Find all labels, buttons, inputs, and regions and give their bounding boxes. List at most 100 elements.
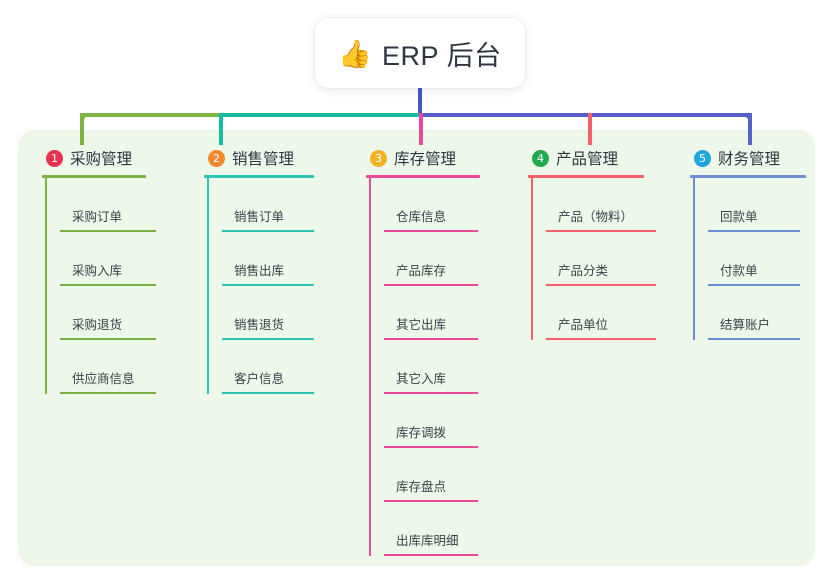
leaf-rule — [708, 284, 800, 286]
leaf-label: 客户信息 — [234, 372, 285, 386]
leaf-item[interactable]: 结算账户 — [708, 286, 806, 340]
branch-badge-3: 3 — [370, 149, 387, 167]
leaf-item[interactable]: 产品单位 — [546, 286, 656, 340]
branch-spine — [531, 178, 533, 340]
leaf-rule — [546, 284, 656, 286]
leaf-item[interactable]: 产品（物料） — [546, 178, 656, 232]
leaf-item[interactable]: 回款单 — [708, 178, 806, 232]
leaf-item[interactable]: 采购订单 — [60, 178, 156, 232]
leaf-rule — [222, 230, 314, 232]
branch-header-rule — [42, 175, 146, 178]
thumbs-up-icon: 👍 — [338, 38, 373, 69]
diagram-panel — [18, 130, 815, 566]
leaf-rule — [60, 230, 156, 232]
leaf-item[interactable]: 采购入库 — [60, 232, 156, 286]
leaf-item[interactable]: 产品库存 — [384, 232, 480, 286]
branch-leaf-list: 采购订单采购入库采购退货供应商信息 — [42, 178, 156, 394]
leaf-label: 销售退货 — [234, 318, 285, 332]
connector-bus-green — [80, 113, 220, 117]
leaf-label: 出库库明细 — [396, 534, 459, 548]
connector-drop-5 — [748, 113, 752, 145]
branch-header-3[interactable]: 3 库存管理 — [366, 146, 480, 170]
leaf-item[interactable]: 客户信息 — [222, 340, 314, 394]
branch-column-5: 5 财务管理回款单付款单结算账户 — [690, 146, 806, 340]
connector-bus-teal — [219, 113, 420, 117]
leaf-item[interactable]: 库存盘点 — [384, 448, 480, 502]
leaf-item[interactable]: 采购退货 — [60, 286, 156, 340]
leaf-rule — [222, 392, 314, 394]
leaf-rule — [546, 338, 656, 340]
leaf-label: 采购订单 — [72, 210, 123, 224]
root-title: ERP 后台 — [382, 40, 502, 71]
leaf-label: 其它出库 — [396, 318, 447, 332]
leaf-label: 产品库存 — [396, 264, 447, 278]
leaf-label: 仓库信息 — [396, 210, 447, 224]
root-node[interactable]: 👍 ERP 后台 — [315, 18, 525, 88]
leaf-label: 库存盘点 — [396, 480, 447, 494]
branch-header-rule — [366, 175, 480, 178]
leaf-rule — [546, 230, 656, 232]
leaf-label: 销售出库 — [234, 264, 285, 278]
leaf-item[interactable]: 销售退货 — [222, 286, 314, 340]
leaf-item[interactable]: 其它入库 — [384, 340, 480, 394]
leaf-item[interactable]: 销售订单 — [222, 178, 314, 232]
leaf-label: 回款单 — [720, 210, 758, 224]
branch-title: 产品管理 — [556, 151, 619, 168]
branch-column-3: 3 库存管理仓库信息产品库存其它出库其它入库库存调拨库存盘点出库库明细 — [366, 146, 480, 556]
leaf-label: 结算账户 — [720, 318, 771, 332]
leaf-label: 销售订单 — [234, 210, 285, 224]
leaf-rule — [384, 500, 478, 502]
branch-column-1: 1 采购管理采购订单采购入库采购退货供应商信息 — [42, 146, 156, 394]
leaf-label: 库存调拨 — [396, 426, 447, 440]
branch-title: 采购管理 — [70, 151, 133, 168]
leaf-item[interactable]: 产品分类 — [546, 232, 656, 286]
connector-root-stem — [418, 88, 422, 116]
leaf-item[interactable]: 付款单 — [708, 232, 806, 286]
leaf-item[interactable]: 仓库信息 — [384, 178, 480, 232]
leaf-label: 采购退货 — [72, 318, 123, 332]
branch-header-1[interactable]: 1 采购管理 — [42, 146, 146, 170]
leaf-label: 其它入库 — [396, 372, 447, 386]
leaf-rule — [708, 230, 800, 232]
branch-spine — [369, 178, 371, 556]
branch-leaf-list: 产品（物料） 产品分类产品单位 — [528, 178, 656, 340]
branch-title: 财务管理 — [718, 151, 781, 168]
leaf-rule — [384, 554, 478, 556]
leaf-rule — [384, 338, 478, 340]
branch-header-rule — [690, 175, 806, 178]
branch-spine — [45, 178, 47, 394]
branch-leaf-list: 仓库信息产品库存其它出库其它入库库存调拨库存盘点出库库明细 — [366, 178, 480, 556]
branch-badge-4: 4 — [532, 149, 549, 167]
branch-title: 库存管理 — [394, 151, 457, 168]
leaf-item[interactable]: 库存调拨 — [384, 394, 480, 448]
leaf-item[interactable]: 供应商信息 — [60, 340, 156, 394]
leaf-label: 供应商信息 — [72, 372, 135, 386]
branch-header-4[interactable]: 4 产品管理 — [528, 146, 644, 170]
branch-header-5[interactable]: 5 财务管理 — [690, 146, 806, 170]
branch-leaf-list: 回款单付款单结算账户 — [690, 178, 806, 340]
branch-column-4: 4 产品管理产品（物料） 产品分类产品单位 — [528, 146, 656, 340]
leaf-item[interactable]: 销售出库 — [222, 232, 314, 286]
leaf-rule — [708, 338, 800, 340]
leaf-item[interactable]: 出库库明细 — [384, 502, 480, 556]
leaf-rule — [384, 392, 478, 394]
leaf-rule — [60, 392, 156, 394]
leaf-rule — [384, 446, 478, 448]
branch-badge-5: 5 — [694, 149, 711, 167]
leaf-rule — [384, 284, 478, 286]
leaf-label: 产品单位 — [558, 318, 609, 332]
branch-spine — [207, 178, 209, 394]
connector-drop-1 — [80, 113, 84, 145]
leaf-label: 付款单 — [720, 264, 758, 278]
connector-drop-2 — [219, 113, 223, 145]
connector-drop-4 — [588, 113, 592, 145]
leaf-label: 产品分类 — [558, 264, 609, 278]
branch-badge-2: 2 — [208, 149, 225, 167]
leaf-label: 产品（物料） — [558, 210, 634, 224]
branch-badge-1: 1 — [46, 149, 63, 167]
leaf-rule — [384, 230, 478, 232]
leaf-item[interactable]: 其它出库 — [384, 286, 480, 340]
leaf-rule — [222, 338, 314, 340]
